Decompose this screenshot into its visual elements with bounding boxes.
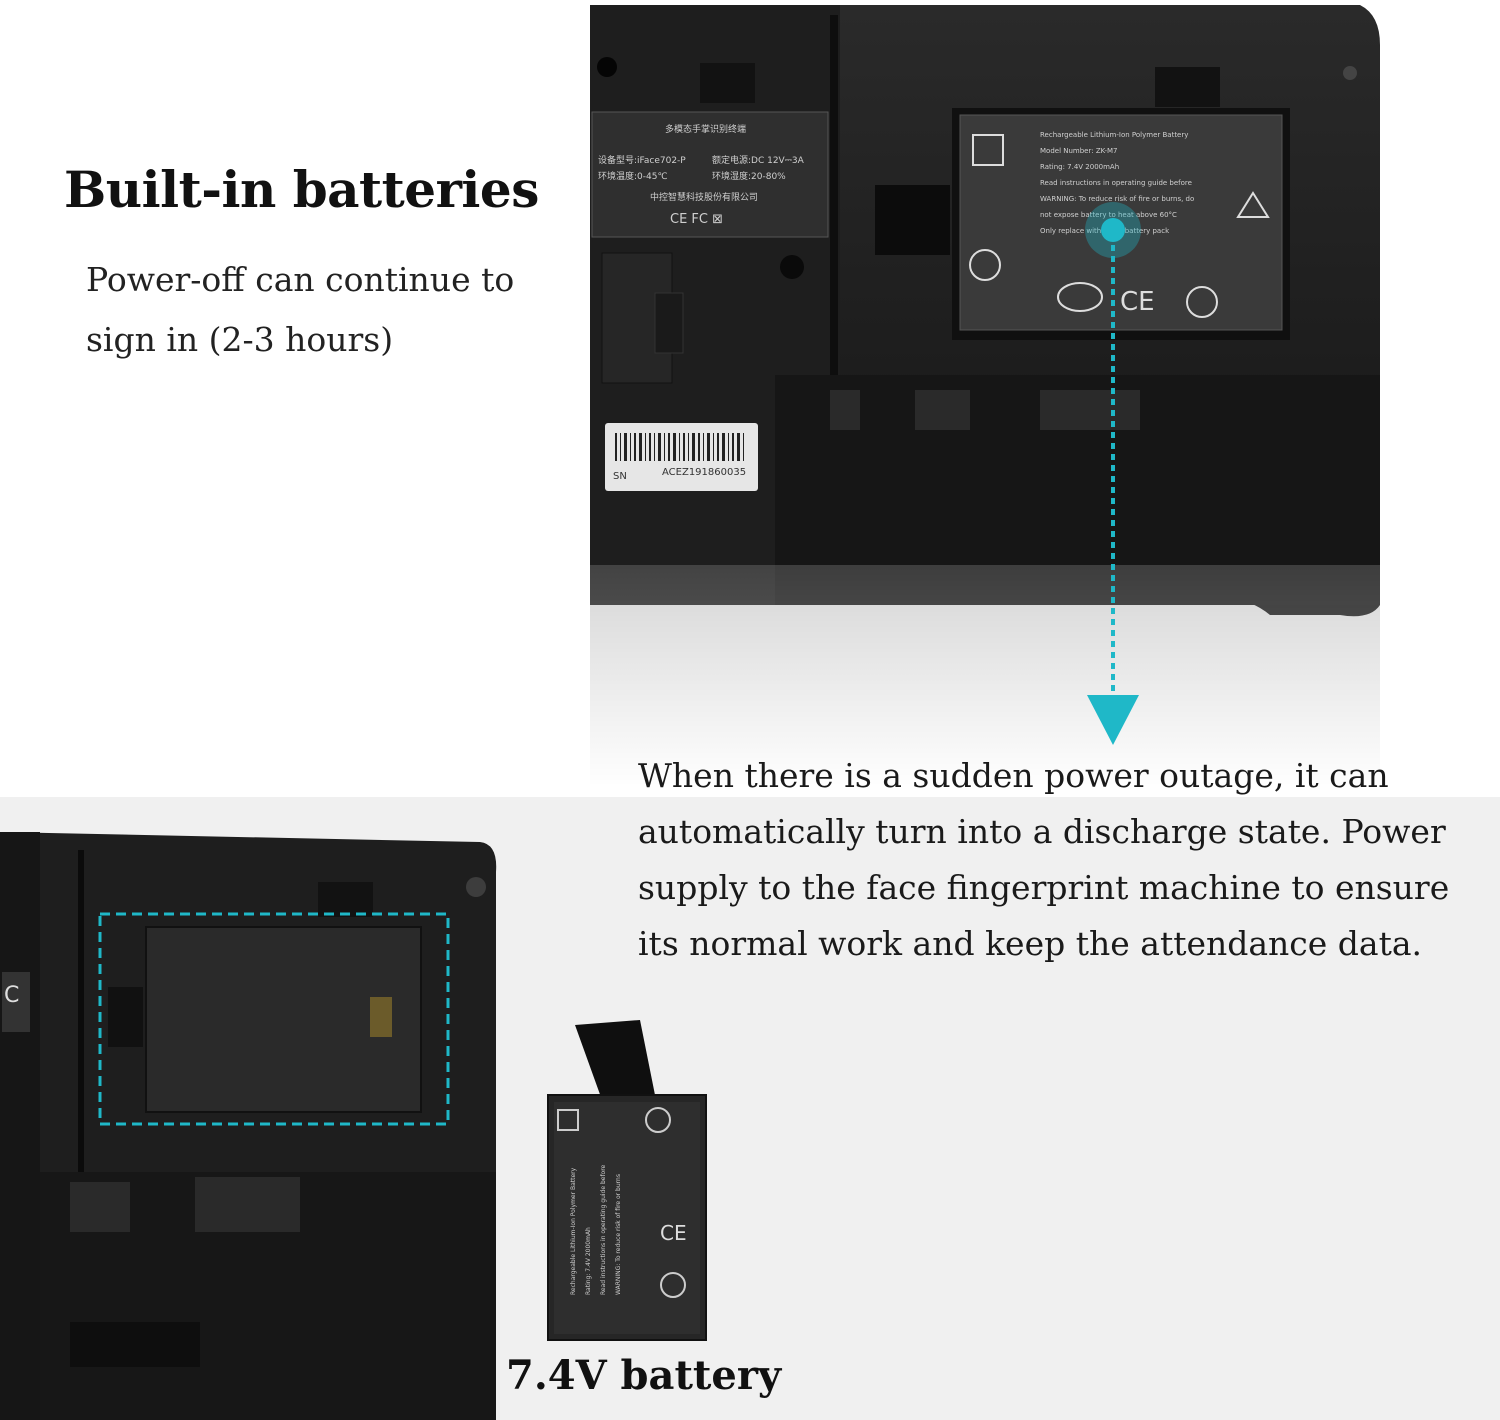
battery-pack-image: Rechargeable Lithium-Ion Polymer Battery…	[547, 1020, 707, 1341]
device-back-image: 多模态手掌识别终端 设备型号:iFace702-P 额定电源:DC 12V⎓3A…	[590, 5, 1380, 617]
svg-text:C: C	[4, 983, 19, 1008]
svg-text:Read instructions in operating: Read instructions in operating guide bef…	[1040, 179, 1192, 187]
battery-label: 7.4V battery	[506, 1352, 782, 1399]
svg-text:Model Number: ZK-M7: Model Number: ZK-M7	[1040, 147, 1118, 155]
svg-text:ACEZ191860035: ACEZ191860035	[662, 467, 746, 478]
svg-text:CE: CE	[660, 1221, 687, 1245]
svg-text:Rechargeable Lithium-Ion Polym: Rechargeable Lithium-Ion Polymer Battery	[570, 1167, 577, 1295]
device-spec-label: 多模态手掌识别终端 设备型号:iFace702-P 额定电源:DC 12V⎓3A…	[598, 123, 805, 227]
svg-text:多模态手掌识别终端: 多模态手掌识别终端	[665, 123, 746, 135]
description-text: When there is a sudden power outage, it …	[638, 756, 1450, 963]
recycle-icon	[1186, 286, 1218, 318]
arrow-down-icon	[1085, 202, 1141, 745]
svg-text:Rating: 7.4V 2000mAh: Rating: 7.4V 2000mAh	[1040, 163, 1119, 171]
svg-text:中控智慧科技股份有限公司: 中控智慧科技股份有限公司	[650, 191, 758, 203]
svg-text:设备型号:iFace702-P: 设备型号:iFace702-P	[598, 154, 686, 166]
svg-text:Rechargeable Lithium-Ion Polym: Rechargeable Lithium-Ion Polymer Battery	[1040, 131, 1188, 139]
device-reflection	[590, 565, 1380, 785]
svg-text:not expose battery to heat abo: not expose battery to heat above 60°C	[1040, 211, 1177, 219]
ce-icon: CE	[1120, 287, 1155, 317]
svg-text:WARNING: To reduce risk of fir: WARNING: To reduce risk of fire or burns	[615, 1174, 622, 1295]
svg-text:CE: CE	[1120, 287, 1155, 317]
svg-text:CE FC ⊠: CE FC ⊠	[670, 212, 723, 227]
svg-text:环境湿度:20-80%: 环境湿度:20-80%	[712, 170, 786, 182]
svg-text:SN: SN	[613, 471, 627, 482]
device-battery-compartment-image: C	[0, 832, 497, 1420]
battery-bay-highlight	[98, 912, 450, 1126]
page-subtitle: Power-off can continue to sign in (2-3 h…	[86, 260, 515, 359]
page-title: Built-in batteries	[64, 160, 539, 219]
svg-text:Rating: 7.4V 2000mAh: Rating: 7.4V 2000mAh	[585, 1227, 592, 1295]
svg-text:额定电源:DC 12V⎓3A: 额定电源:DC 12V⎓3A	[712, 154, 805, 166]
svg-text:WARNING: To reduce risk of fir: WARNING: To reduce risk of fire or burns…	[1040, 195, 1194, 203]
svg-text:环境温度:0-45℃: 环境温度:0-45℃	[598, 170, 668, 182]
warning-icon	[1236, 191, 1270, 218]
svg-text:Read instructions in operating: Read instructions in operating guide bef…	[600, 1164, 607, 1295]
